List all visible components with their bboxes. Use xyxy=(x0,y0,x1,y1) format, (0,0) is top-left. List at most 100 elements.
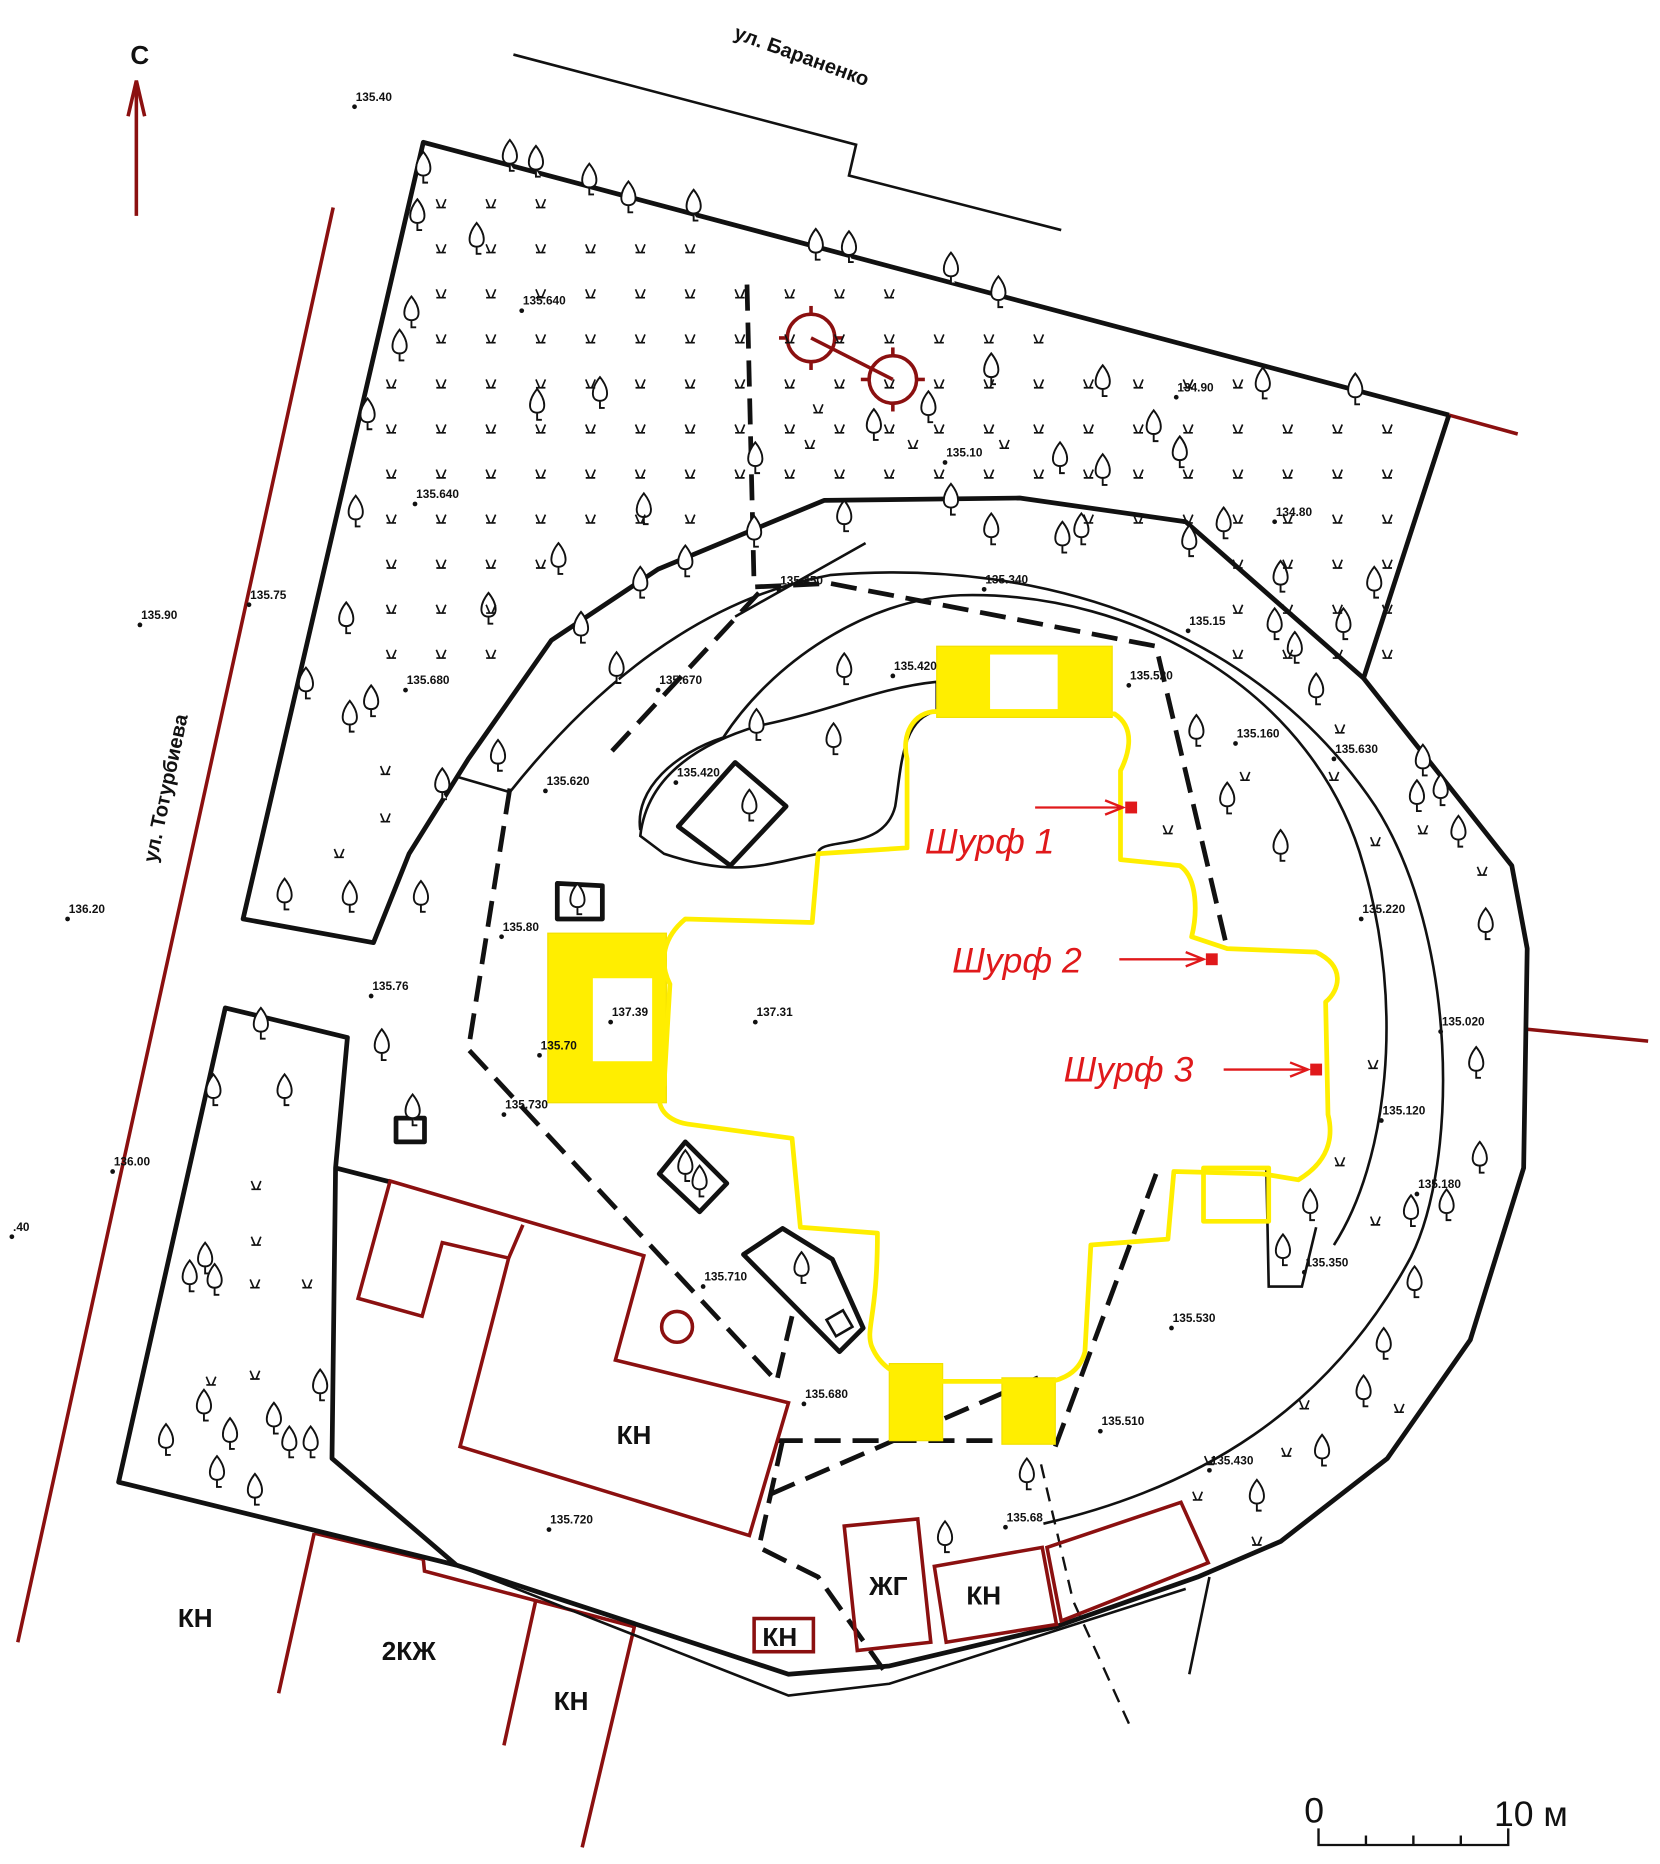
grass-icon xyxy=(734,289,746,299)
elevation-point-dot xyxy=(752,1019,758,1025)
grass-icon xyxy=(1328,771,1340,782)
grass-icon xyxy=(1082,379,1094,389)
grass-icon xyxy=(634,243,646,254)
tree-icon xyxy=(1335,606,1352,641)
scale-end-label: 10 м xyxy=(1494,1794,1568,1834)
tree-icon xyxy=(741,788,758,822)
grass-icon xyxy=(385,514,397,524)
elevation-label: 135.640 xyxy=(416,487,459,501)
elevation-label: 135.520 xyxy=(1130,668,1173,682)
tree-icon xyxy=(489,738,507,772)
grass-icon xyxy=(485,243,497,254)
tree-icon xyxy=(632,565,649,599)
grass-icon xyxy=(1369,836,1381,847)
tree-icon xyxy=(1432,772,1449,807)
grass-icon xyxy=(983,379,995,389)
tree-icon xyxy=(865,407,882,441)
grass-icon xyxy=(379,813,391,823)
grass-icon xyxy=(485,289,497,299)
tree-icon xyxy=(1051,440,1069,475)
tree-icon xyxy=(341,699,358,733)
grass-icon xyxy=(933,334,945,344)
building-label-kn-sw: КН xyxy=(178,1603,213,1633)
grass-icon xyxy=(1331,514,1343,524)
elevation-label: 135.720 xyxy=(550,1513,593,1527)
grass-icon xyxy=(535,469,547,479)
tree-icon xyxy=(1188,713,1205,747)
tree-icon xyxy=(1274,1232,1291,1267)
grass-icon xyxy=(1393,1403,1405,1414)
grass-icon xyxy=(435,379,447,389)
grass-icon xyxy=(634,379,646,389)
tree-icon xyxy=(205,1072,222,1107)
grass-icon xyxy=(634,424,646,434)
grass-icon xyxy=(1182,514,1194,524)
target-symbols-icon xyxy=(779,305,925,412)
tree-icon xyxy=(1171,434,1188,469)
elevation-point-dot xyxy=(608,1019,614,1025)
grass-icon xyxy=(684,514,696,524)
building-label-kn-main: КН xyxy=(617,1420,652,1450)
elevation-label: 135.15 xyxy=(1189,614,1226,628)
grass-icon xyxy=(485,469,497,479)
tree-icon xyxy=(550,541,567,575)
tree-icon xyxy=(1402,1193,1420,1228)
grass-icon xyxy=(1381,514,1393,524)
grass-icon xyxy=(734,334,746,344)
grass-icon xyxy=(1417,824,1429,835)
grass-icon xyxy=(684,289,696,299)
tree-icon xyxy=(1438,1187,1455,1222)
tree-icon xyxy=(1219,781,1236,815)
scale-start-label: 0 xyxy=(1304,1790,1324,1830)
elevation-point-dot xyxy=(543,788,548,794)
tree-icon xyxy=(983,511,1000,546)
grass-icon xyxy=(1331,424,1343,434)
elevation-label: 134.90 xyxy=(1177,380,1214,394)
elevation-point-dot xyxy=(890,673,896,679)
elevation-point-dot xyxy=(801,1401,807,1407)
tree-icon xyxy=(281,1424,298,1459)
tree-icon xyxy=(747,440,764,475)
grass-icon xyxy=(1162,824,1174,835)
grass-icon xyxy=(907,439,919,450)
grass-icon xyxy=(1282,469,1294,479)
grass-icon xyxy=(333,848,345,859)
tree-icon xyxy=(942,251,959,285)
tree-icon xyxy=(1286,630,1303,664)
tree-icon xyxy=(793,1250,810,1284)
street-label-baranenko: ул. Бараненко xyxy=(731,22,872,91)
elevation-label: 135.670 xyxy=(659,673,702,687)
elevation-label: 135.680 xyxy=(407,673,450,687)
tree-icon xyxy=(246,1472,263,1506)
north-label: С xyxy=(130,40,149,70)
grass-icon xyxy=(1367,1059,1379,1070)
terrace-lines xyxy=(456,541,1445,1525)
tree-icon xyxy=(1375,1326,1392,1360)
elevation-label: 135.640 xyxy=(523,294,566,308)
grass-icon xyxy=(385,469,397,479)
grass-icon xyxy=(435,334,447,344)
tree-icon xyxy=(748,707,765,741)
elevation-point-dot xyxy=(546,1527,552,1532)
grass-icon xyxy=(385,604,397,614)
tree-icon xyxy=(409,197,426,232)
grass-icon xyxy=(485,379,497,389)
tree-icon xyxy=(1272,828,1289,862)
elevation-point-dot xyxy=(110,1169,116,1174)
tree-icon xyxy=(297,666,314,700)
tree-icon xyxy=(836,651,853,686)
grass-icon xyxy=(883,334,895,344)
pit-2-label: Шурф 2 xyxy=(952,940,1082,980)
grass-icon xyxy=(249,1370,261,1380)
grass-icon xyxy=(584,469,596,479)
elevation-point-dot xyxy=(403,687,408,693)
elevation-label: 135.730 xyxy=(505,1098,548,1112)
grass-icon xyxy=(1232,379,1244,389)
elevation-point-dot xyxy=(1233,741,1238,746)
grass-icon xyxy=(784,379,796,389)
grass-icon xyxy=(1334,724,1346,734)
tree-icon xyxy=(1314,1433,1331,1467)
tree-icon xyxy=(1406,1264,1423,1299)
grass-icon xyxy=(784,469,796,479)
grass-icon xyxy=(1192,1491,1204,1501)
